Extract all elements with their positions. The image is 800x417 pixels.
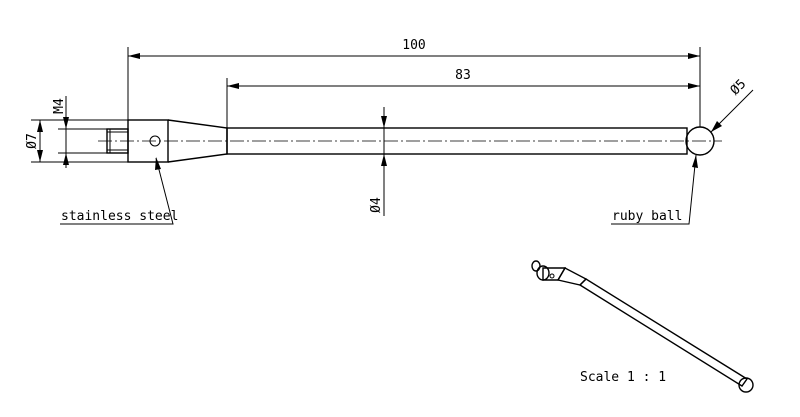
dim-ball-diameter: Ø5	[710, 77, 754, 133]
stylus-isometric-view	[531, 260, 754, 393]
dim-body-diameter: Ø7	[25, 119, 128, 163]
scale-note: Scale 1 : 1	[580, 370, 666, 385]
body-diameter-label: Ø7	[25, 133, 40, 149]
iso-ruby-ball	[738, 377, 754, 393]
tip-callout: ruby ball	[611, 154, 698, 225]
iso-body	[542, 267, 567, 281]
dim-overall-length: 100	[127, 38, 701, 127]
material-label: stainless steel	[61, 209, 178, 224]
iso-cross-hole	[549, 273, 555, 279]
shaft-diameter-label: Ø4	[369, 197, 384, 213]
stylus-side-view	[98, 119, 722, 163]
cross-hole	[149, 135, 161, 147]
ball-diameter-label: Ø5	[728, 77, 750, 99]
dim-thread: M4	[52, 96, 107, 168]
thread-label: M4	[52, 98, 67, 114]
shaft	[226, 127, 688, 155]
iso-thread	[531, 260, 541, 272]
tip-label: ruby ball	[612, 209, 682, 224]
body-block	[127, 119, 169, 163]
dim-shaft-length: 83	[226, 68, 700, 128]
material-callout: stainless steel	[60, 157, 178, 225]
iso-taper	[556, 267, 588, 286]
shaft-length-label: 83	[455, 68, 471, 83]
dim-shaft-diameter: Ø4	[369, 107, 387, 216]
overall-length-label: 100	[402, 38, 425, 53]
iso-body-end	[536, 265, 550, 281]
